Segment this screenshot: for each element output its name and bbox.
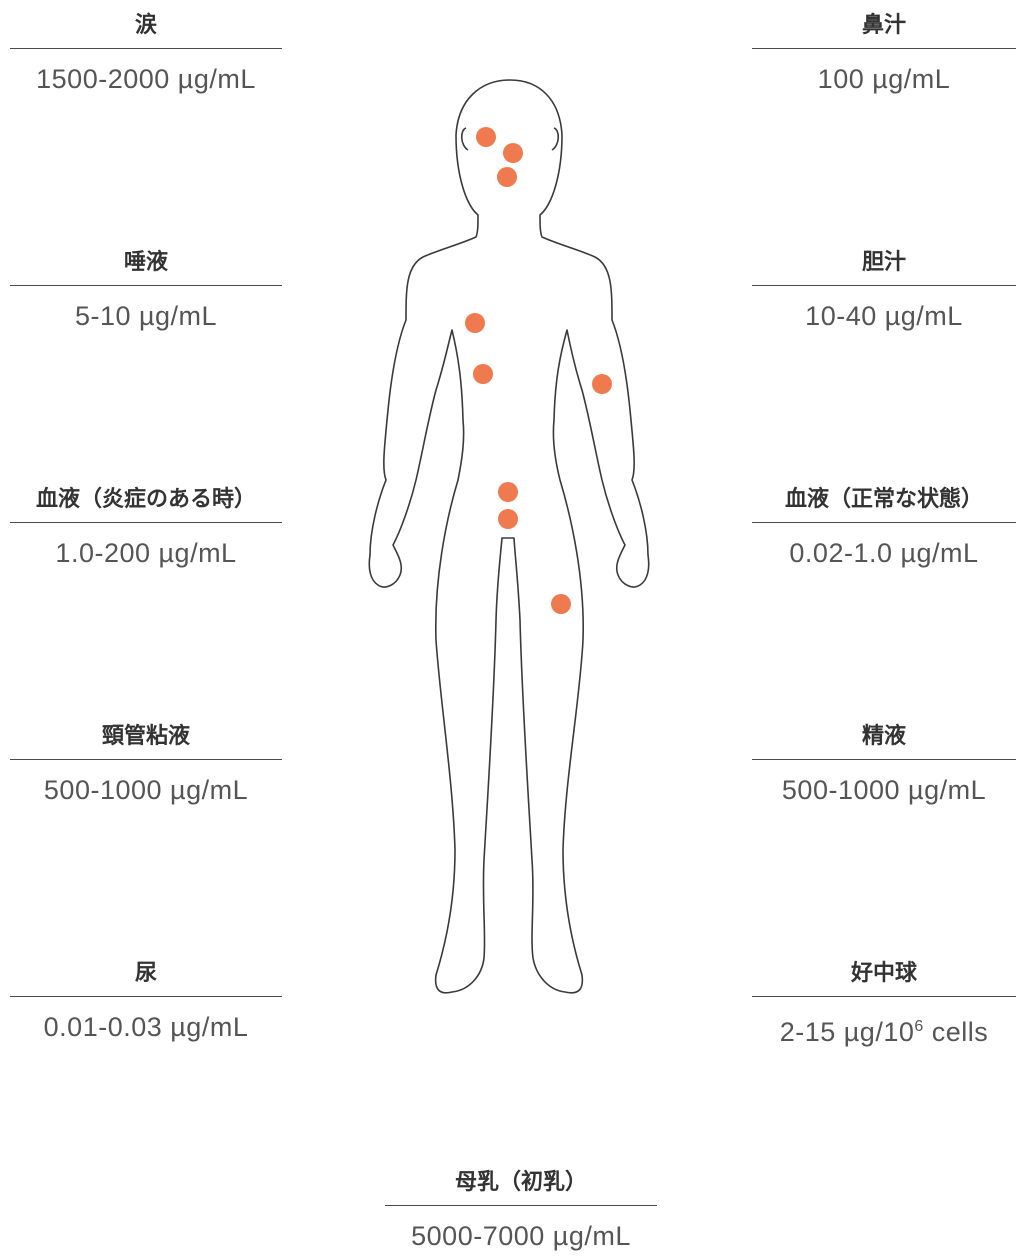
item-value: 2-15 µg/106 cells bbox=[752, 1009, 1016, 1050]
item-bile: 胆汁 10-40 µg/mL bbox=[752, 245, 1016, 334]
item-label: 好中球 bbox=[752, 956, 1016, 996]
marker-blood-inflammation bbox=[465, 313, 485, 333]
divider bbox=[752, 996, 1016, 997]
item-cervical-mucus: 頸管粘液 500-1000 µg/mL bbox=[10, 719, 282, 808]
value-exponent: 6 bbox=[914, 1018, 923, 1035]
item-label: 尿 bbox=[10, 956, 282, 996]
marker-blood-normal bbox=[592, 374, 612, 394]
item-saliva: 唾液 5-10 µg/mL bbox=[10, 245, 282, 334]
divider bbox=[752, 48, 1016, 49]
item-nasal-secretion: 鼻汁 100 µg/mL bbox=[752, 8, 1016, 97]
item-value: 500-1000 µg/mL bbox=[752, 772, 1016, 808]
marker-nasal bbox=[503, 143, 523, 163]
marker-bile bbox=[473, 364, 493, 384]
item-label: 頸管粘液 bbox=[10, 719, 282, 759]
item-value: 0.02-1.0 µg/mL bbox=[752, 535, 1016, 571]
item-neutrophil: 好中球 2-15 µg/106 cells bbox=[752, 956, 1016, 1050]
marker-neutrophil bbox=[551, 594, 571, 614]
item-label: 血液（正常な状態） bbox=[752, 482, 1016, 522]
item-tears: 涙 1500-2000 µg/mL bbox=[10, 8, 282, 97]
value-suffix: cells bbox=[924, 1017, 989, 1047]
item-blood-normal: 血液（正常な状態） 0.02-1.0 µg/mL bbox=[752, 482, 1016, 571]
item-semen: 精液 500-1000 µg/mL bbox=[752, 719, 1016, 808]
divider bbox=[10, 285, 282, 286]
divider bbox=[385, 1205, 657, 1206]
item-blood-inflammation: 血液（炎症のある時） 1.0-200 µg/mL bbox=[10, 482, 282, 571]
item-label: 唾液 bbox=[10, 245, 282, 285]
divider bbox=[10, 996, 282, 997]
item-label: 母乳（初乳） bbox=[385, 1165, 657, 1205]
item-label: 血液（炎症のある時） bbox=[10, 482, 282, 522]
item-value: 5-10 µg/mL bbox=[10, 298, 282, 334]
divider bbox=[10, 522, 282, 523]
item-value: 5000-7000 µg/mL bbox=[385, 1218, 657, 1254]
item-value: 100 µg/mL bbox=[752, 61, 1016, 97]
item-label: 精液 bbox=[752, 719, 1016, 759]
item-urine: 尿 0.01-0.03 µg/mL bbox=[10, 956, 282, 1045]
right-ear bbox=[552, 128, 558, 150]
item-value: 1.0-200 µg/mL bbox=[10, 535, 282, 571]
item-value: 0.01-0.03 µg/mL bbox=[10, 1009, 282, 1045]
marker-saliva bbox=[497, 167, 517, 187]
marker-group bbox=[465, 127, 612, 614]
value-prefix: 2-15 µg/10 bbox=[780, 1017, 915, 1047]
item-label: 涙 bbox=[10, 8, 282, 48]
divider bbox=[752, 522, 1016, 523]
marker-cervical-mucus bbox=[498, 482, 518, 502]
item-label: 鼻汁 bbox=[752, 8, 1016, 48]
divider bbox=[10, 48, 282, 49]
divider bbox=[752, 759, 1016, 760]
divider bbox=[752, 285, 1016, 286]
item-value: 1500-2000 µg/mL bbox=[10, 61, 282, 97]
divider bbox=[10, 759, 282, 760]
marker-tear bbox=[476, 127, 496, 147]
marker-semen bbox=[498, 509, 518, 529]
item-breast-milk: 母乳（初乳） 5000-7000 µg/mL bbox=[385, 1165, 657, 1254]
body-outline bbox=[369, 80, 648, 993]
left-ear bbox=[462, 128, 468, 150]
item-label: 胆汁 bbox=[752, 245, 1016, 285]
item-value: 10-40 µg/mL bbox=[752, 298, 1016, 334]
item-value: 500-1000 µg/mL bbox=[10, 772, 282, 808]
